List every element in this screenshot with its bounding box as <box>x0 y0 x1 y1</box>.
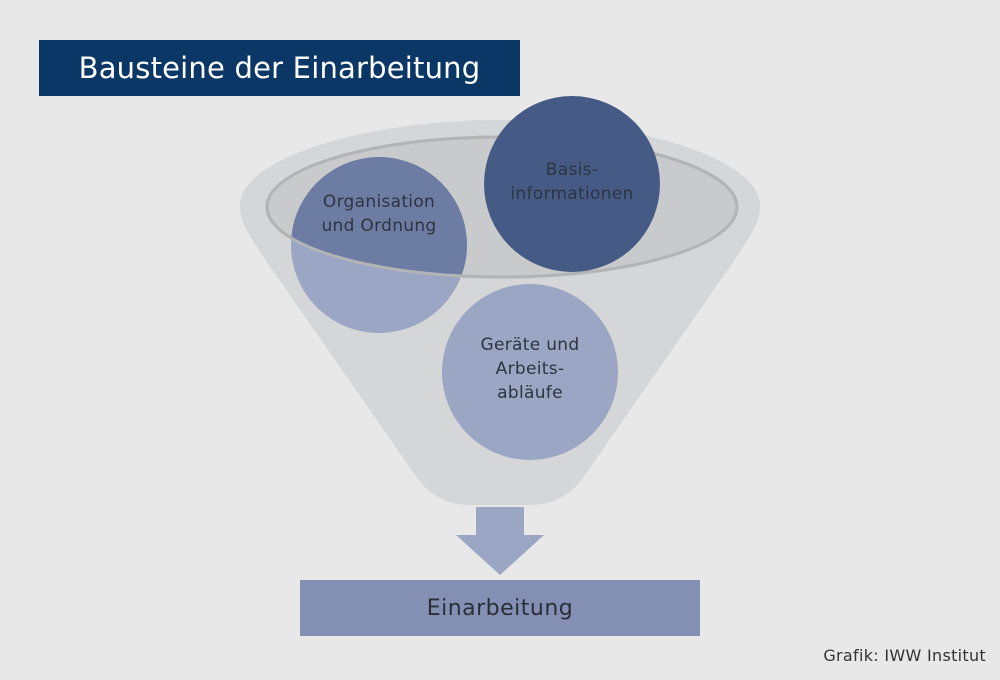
circle-organisation-upper <box>291 157 467 277</box>
circle-geraete <box>442 284 618 460</box>
result-label: Einarbeitung <box>426 595 574 621</box>
down-arrow-icon <box>456 507 544 575</box>
credit-text: Grafik: IWW Institut <box>823 646 986 665</box>
label-organisation: Organisation und Ordnung <box>321 192 437 236</box>
title-banner: Bausteine der Einarbeitung <box>39 40 520 96</box>
label-geraete: Geräte und Arbeits- abläufe <box>480 335 580 403</box>
label-basis: Basis- informationen <box>510 160 634 204</box>
diagram-title: Bausteine der Einarbeitung <box>78 51 481 85</box>
result-box: Einarbeitung <box>300 580 700 636</box>
circle-basis <box>484 96 660 272</box>
